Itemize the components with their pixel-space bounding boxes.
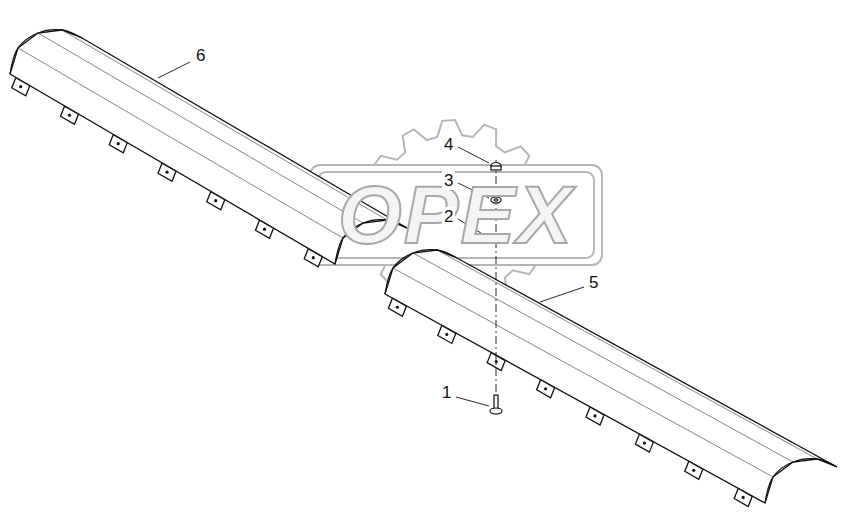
callout-number: 1 xyxy=(440,383,453,402)
leader-lines xyxy=(158,62,584,406)
callout-number: 5 xyxy=(587,273,600,292)
watermark: OPEX xyxy=(338,174,574,256)
cover-shield xyxy=(385,250,837,507)
leader-line xyxy=(158,62,190,78)
callout-number: 4 xyxy=(442,135,455,154)
leader-line xyxy=(540,287,584,302)
leader-line xyxy=(456,397,489,406)
callout-number: 2 xyxy=(442,207,455,226)
callout-number: 6 xyxy=(194,46,207,65)
leader-line xyxy=(458,147,489,163)
callout-number: 3 xyxy=(442,171,455,190)
